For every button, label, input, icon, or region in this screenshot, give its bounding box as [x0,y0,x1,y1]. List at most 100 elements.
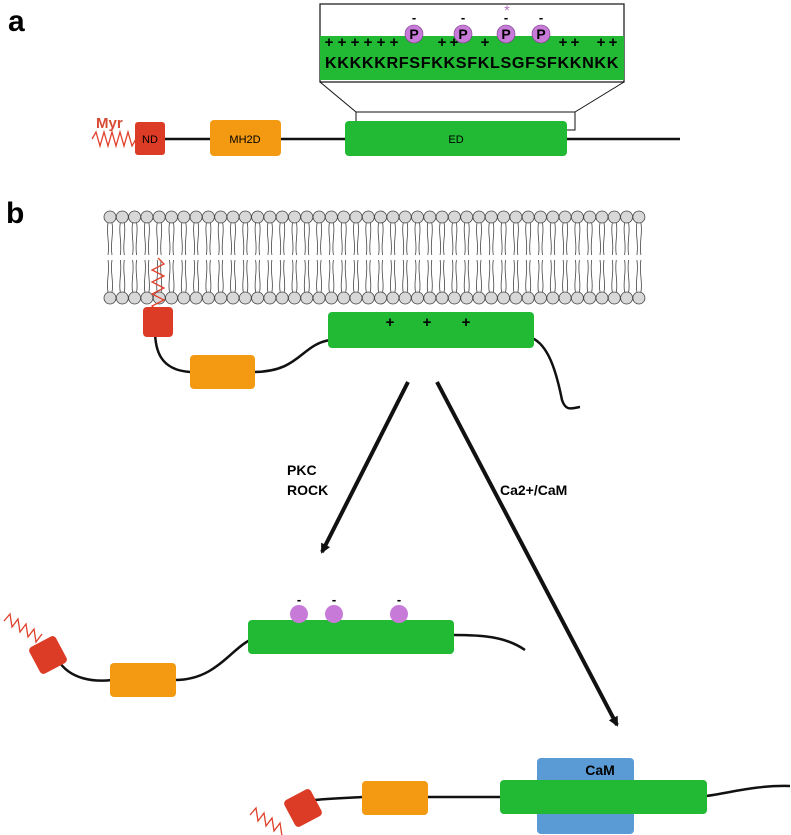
sequence-charge: + [325,34,334,51]
lipid [423,210,437,305]
lipid [189,210,203,305]
sequence-charge: + [450,34,459,51]
sequence-phospho-sites: P-P-P-P- [404,10,551,44]
nd-domain-phospho [29,636,67,674]
phospho-site: P- [404,10,424,44]
sequence-charge: + [481,34,490,51]
ed-sequence: KKKKKRFSFKKSFKLSGFSFKKNKK [325,55,619,72]
mh2d-label: MH2D [229,134,260,146]
lipid [361,210,375,305]
lipid [140,210,154,305]
phospho-star: * [504,2,510,18]
sequence-charge: + [609,34,618,51]
lipid [398,210,412,305]
sequence-charge: + [390,34,399,51]
lipid [214,210,228,305]
lipid [509,210,523,305]
lipid-bilayer [103,210,646,305]
protein-membrane-bound: +++ [143,257,581,410]
lipid [632,210,646,305]
released-phospho-site: - [325,592,343,623]
sequence-zoom-box: +++++++++++++ P-P-P-P- * KKKKKRFSFKKSFKL… [319,2,625,83]
lipid [583,210,597,305]
lipid [620,210,633,305]
lipid [251,210,265,305]
myristoyl-zigzag-icon-phospho [3,612,43,644]
ed-domain [345,121,567,156]
released-phospho-charge: - [297,592,301,607]
phospho-charge: - [412,10,416,25]
lipid [411,210,424,305]
phospho-p-label: P [536,26,545,42]
ed-bound-charge: + [423,314,432,331]
sequence-charge: + [377,34,386,51]
lipid [607,210,621,305]
lipid [534,210,547,305]
rock-label: ROCK [287,482,328,498]
sequence-charges: +++++++++++++ [325,34,618,51]
phospho-site: P- [531,10,551,44]
lipid [447,210,461,305]
lipid [484,210,498,305]
nd-label: ND [142,134,158,146]
phospho-p-label: P [501,26,510,42]
cam-label: CaM [585,762,615,778]
ed-domain-phospho [248,620,454,654]
phospho-site: P- [496,10,516,44]
lipid [497,210,511,305]
phospho-site: P- [453,10,473,44]
sequence-charge: + [338,34,347,51]
lipid [571,210,584,305]
lipid [238,210,252,305]
lipid [275,210,289,305]
myristoyl-zigzag-icon [91,129,137,149]
sequence-charge: + [351,34,360,51]
lipid [374,210,388,305]
phospho-p-label: P [409,26,418,42]
nd-domain [135,122,165,155]
lipid [288,210,301,305]
panel-label-a: a [8,5,25,38]
released-phospho-sites: --- [290,592,408,623]
protein-linear-a: Myr ND MH2D ED [91,115,680,156]
lipid [128,210,142,305]
pkc-label: PKC [287,462,317,478]
cam-arrow-label: Ca2+/CaM [500,482,567,498]
mh2d-domain-phospho [110,663,176,697]
ed-bound-charge: + [386,314,395,331]
sequence-charge: + [597,34,606,51]
sequence-charge: + [364,34,373,51]
released-phospho-site: - [290,592,308,623]
nd-domain-cam [284,789,322,827]
myristoyl-zigzag-icon-cam [249,806,283,835]
lipid [103,210,117,305]
released-phospho-charge: - [397,592,401,607]
lipid [558,210,572,305]
lipid [312,210,326,305]
mh2d-domain [210,120,281,156]
sequence-charge: + [559,34,568,51]
mh2d-domain-cam [362,781,428,815]
phospho-charge: - [539,10,543,25]
cam-arrow [435,381,619,727]
lipid [349,210,363,305]
myristoyl-anchor-icon [150,257,166,313]
lipid [201,210,215,305]
mh2d-domain-bound [190,355,255,389]
pkc-arrow [320,381,410,554]
sequence-charge: + [571,34,580,51]
lipid [460,210,474,305]
ed-domain-cam-inner [567,788,630,807]
protein-phosphorylated: --- [3,592,526,697]
phospho-charge: - [461,10,465,25]
lipid [521,210,535,305]
ed-domain-bound [328,312,534,348]
phospho-charge: - [504,10,508,25]
protein-cam-bound: CaM [249,758,791,835]
panel-label-b: b [6,197,24,230]
released-phospho-site: - [390,592,408,623]
lipid [435,210,449,305]
ed-bound-charges: +++ [386,314,471,331]
lipid [337,210,351,305]
